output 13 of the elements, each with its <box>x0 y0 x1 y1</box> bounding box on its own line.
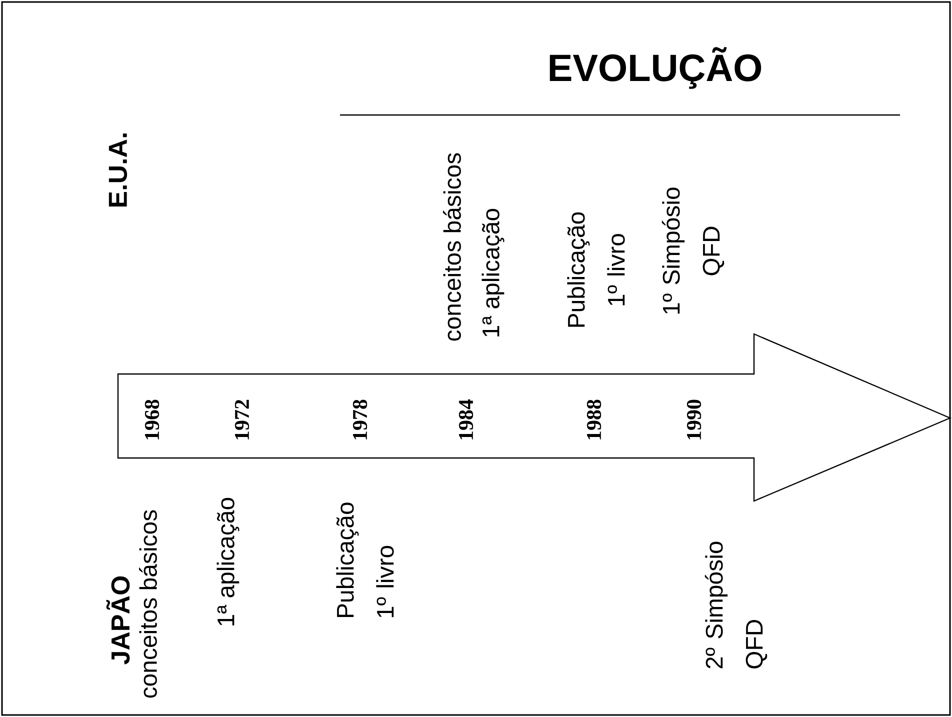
year-label: 1972 <box>234 400 250 440</box>
year-label: 1984 <box>458 399 474 440</box>
event-label: 2º Simpósio QFD <box>704 542 768 668</box>
event-label: 1ª aplicação <box>216 498 240 626</box>
year-label: 1990 <box>686 400 702 440</box>
event-label: conceitos básicos <box>443 153 461 341</box>
year-label: 1968 <box>144 400 160 440</box>
region-heading: JAPÃO <box>106 576 130 664</box>
year-label: 1978 <box>352 400 368 440</box>
title: EVOLUÇÃO <box>550 47 762 89</box>
region-heading: E.U.A. <box>108 134 128 207</box>
event-label: 1ª aplicação <box>482 208 504 336</box>
year-label: 1988 <box>586 400 602 440</box>
